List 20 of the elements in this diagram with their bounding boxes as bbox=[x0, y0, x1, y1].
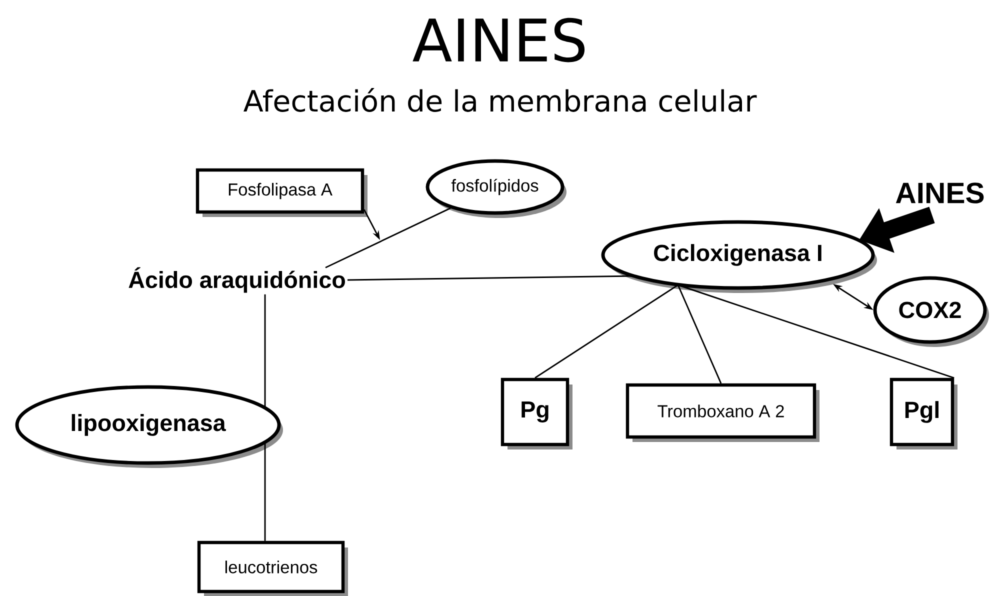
process-box: Pg bbox=[500, 378, 572, 450]
subtitle: Afectación de la membrana celular bbox=[244, 88, 757, 112]
connector-line bbox=[264, 294, 266, 408]
connector-line bbox=[534, 284, 678, 378]
process-box: leucotrienos bbox=[197, 540, 348, 596]
process-box: Fosfolipasa A bbox=[196, 168, 368, 217]
connector-line bbox=[678, 284, 954, 379]
process-box: Tromboxano A 2 bbox=[626, 383, 820, 442]
ellipse-node: Cicloxigenasa I bbox=[601, 220, 877, 293]
node-label: COX2 bbox=[899, 302, 961, 318]
ellipse-node: COX2 bbox=[873, 276, 989, 347]
connector-line bbox=[264, 442, 266, 541]
node-label: Ácido araquidónico bbox=[128, 267, 345, 293]
connector-line bbox=[677, 284, 722, 384]
title: AINES bbox=[412, 18, 585, 62]
ellipse-node: fosfolípidos bbox=[426, 159, 566, 218]
connector-line bbox=[325, 208, 451, 268]
process-box: Pgl bbox=[890, 378, 958, 450]
ellipse-node: lipooxigenasa bbox=[15, 385, 283, 468]
node-label: AINES bbox=[896, 182, 984, 204]
